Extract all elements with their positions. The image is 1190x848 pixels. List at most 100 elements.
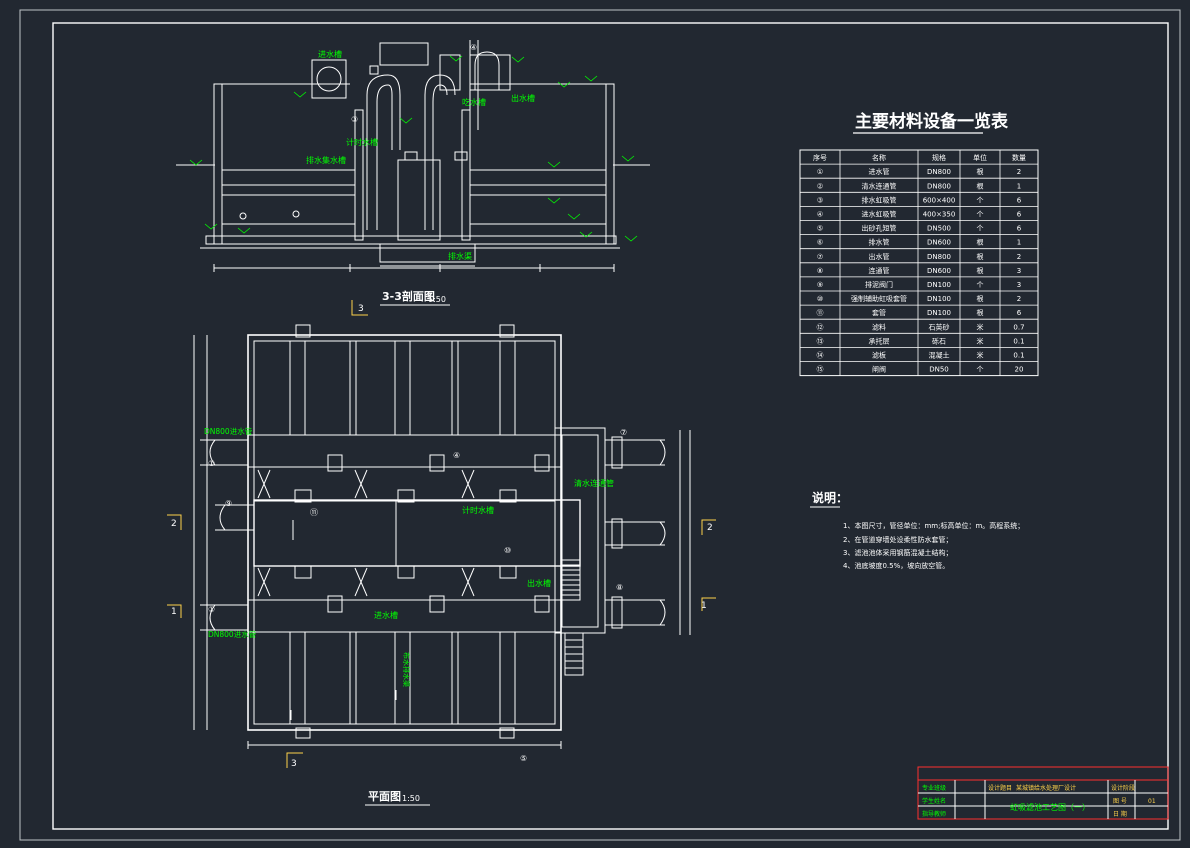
table-cell: 根: [977, 238, 984, 247]
plan-label-drain: 布水排水渠: [402, 652, 411, 687]
table-cell: DN100: [927, 281, 951, 289]
table-cell: 个: [977, 210, 984, 218]
plan-scale: 1:50: [402, 794, 420, 803]
table-cell: 混凝土: [929, 350, 950, 359]
table-cell: 米: [977, 336, 984, 345]
table-cell: ⑭: [817, 351, 824, 359]
table-cell: DN800: [927, 182, 951, 190]
table-cell: 3: [1017, 281, 1021, 289]
section-mark-3-bottom: 3: [291, 759, 297, 769]
table-cell: 2: [1017, 295, 1021, 303]
note-4: 4、池底坡度0.5%，坡向放空管。: [843, 561, 949, 570]
table-cell: 连通管: [869, 266, 890, 275]
tb-stage-label: 设计阶段: [1111, 784, 1135, 792]
table-cell: DN500: [927, 225, 951, 233]
table-cell: 出水管: [869, 252, 890, 261]
section-label-4: 出水槽: [511, 93, 535, 103]
table-cell: 滤料: [872, 322, 886, 331]
table-cell: 6: [1017, 196, 1022, 204]
section-mark-3-top: 3: [358, 304, 364, 314]
plan-view: [193, 324, 691, 749]
table-header-cell: 单位: [973, 153, 987, 162]
table-cell: ⑦: [817, 253, 823, 261]
table-cell: 个: [977, 225, 984, 233]
note-1: 1、本图尺寸，管径单位：mm;标高单位：m。高程系统；: [843, 521, 1024, 530]
table-cell: DN600: [927, 239, 951, 247]
table-cell: DN100: [927, 309, 951, 317]
table-cell: 石英砂: [929, 322, 950, 331]
table-cell: ⑮: [817, 366, 824, 374]
table-cell: 米: [977, 322, 984, 331]
tb-role2: 学生姓名: [922, 797, 946, 805]
plan-callout-7: ⑦: [620, 428, 627, 437]
table-cell: 400×350: [923, 210, 956, 218]
table-cell: 排泥阀门: [865, 280, 893, 289]
section-cut-markers: [167, 300, 716, 768]
table-cell: 6: [1017, 309, 1022, 317]
table-cell: 套管: [872, 308, 886, 317]
plan-callout-1b: ①: [208, 605, 215, 614]
note-2: 2、在管道穿墙处设柔性防水套管；: [843, 535, 952, 544]
notes-title: 说明：: [812, 490, 848, 505]
table-cell: DN800: [927, 253, 951, 261]
table-header-cell: 数量: [1012, 153, 1026, 162]
plan-label-inlet-channel: 进水槽: [374, 610, 398, 620]
table-cell: 0.1: [1013, 337, 1024, 345]
title-block: [917, 766, 1169, 820]
table-cell: ⑪: [817, 309, 824, 317]
table-header-cell: 名称: [872, 153, 886, 162]
plan-callout-10: ⑩: [504, 546, 511, 555]
table-cell: 1: [1017, 182, 1021, 190]
table-cell: 承托层: [869, 336, 890, 345]
plan-callout-9: ⑨: [225, 499, 232, 508]
table-cell: ⑨: [817, 281, 823, 289]
table-cell: DN100: [927, 295, 951, 303]
section-mark-1-right: 1: [701, 601, 707, 611]
table-cell: 2: [1017, 168, 1021, 176]
tb-drawing-no-label: 图 号: [1113, 798, 1127, 805]
table-cell: DN50: [929, 366, 949, 374]
table-cell: 进水虹吸管: [862, 209, 897, 218]
table-cell: 个: [977, 366, 984, 374]
section-elevation-marks: [189, 55, 638, 242]
table-cell: 2: [1017, 253, 1021, 261]
table-cell: ⑩: [817, 295, 823, 303]
table-cell: 排水管: [869, 238, 890, 247]
tb-project: 某城镇给水处理厂设计: [1016, 784, 1076, 792]
table-header-cell: 规格: [932, 153, 946, 162]
table-cell: 根: [977, 167, 984, 176]
table-cell: 1: [1017, 239, 1021, 247]
table-cell: ⑥: [817, 239, 823, 247]
section-label-5: 排水渠: [448, 251, 472, 261]
table-cell: 排水虹吸管: [862, 195, 897, 204]
section-title: 3-3剖面图: [382, 289, 435, 303]
table-cell: ③: [817, 196, 823, 204]
table-cell: 清水连通管: [862, 181, 897, 190]
table-cell: ②: [817, 182, 823, 190]
table-cell: ①: [817, 168, 823, 176]
section-label-3: 吃水槽: [462, 97, 486, 107]
tb-drawing-no: 01: [1148, 798, 1156, 805]
plan-label-connector: 清水连通管: [574, 478, 614, 488]
tb-design-label: 设计题目: [988, 784, 1012, 792]
table-cell: 0.7: [1013, 323, 1024, 331]
tb-date-label: 日 期: [1113, 810, 1127, 818]
table-cell: 0.1: [1013, 351, 1024, 359]
table-cell: DN800: [927, 168, 951, 176]
table-cell: 根: [977, 252, 984, 261]
section-scale: 1:50: [428, 295, 446, 304]
section-3-3: [176, 40, 650, 272]
plan-label-outlet-channel: 出水槽: [527, 578, 551, 588]
table-cell: 滤板: [872, 350, 886, 359]
table-cell: 根: [977, 308, 984, 317]
table-cell: 600×400: [923, 196, 956, 204]
table-cell: 6: [1017, 225, 1022, 233]
plan-callout-4: ④: [453, 451, 460, 460]
table-cell: ④: [817, 210, 823, 218]
section-callout-4: ④: [470, 43, 477, 52]
section-label-0: 进水槽: [318, 49, 342, 59]
note-3: 3、滤池池体采用钢筋混凝土结构；: [843, 548, 952, 557]
table-cell: 砾石: [932, 336, 946, 345]
plan-label-inlet-top: DN800进水管: [204, 426, 253, 436]
